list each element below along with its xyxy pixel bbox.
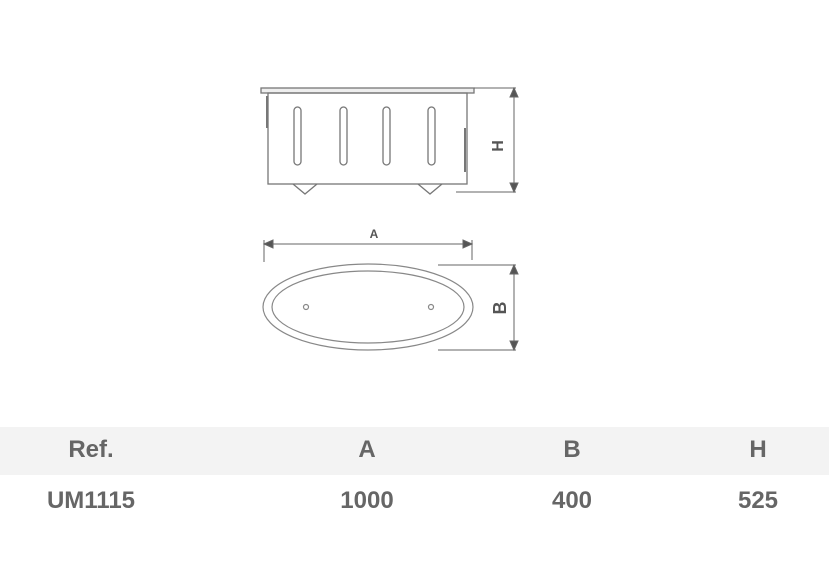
height-label: H <box>490 140 507 152</box>
width-dimension: A <box>262 227 474 262</box>
depth-label: B <box>490 302 510 315</box>
cell-ref: UM1115 <box>46 487 136 514</box>
table-header-row <box>0 427 829 475</box>
technical-drawing: H A B <box>260 86 519 352</box>
side-view <box>260 87 475 195</box>
width-label: A <box>370 227 379 241</box>
height-dimension: H <box>456 86 519 194</box>
header-a: A <box>358 436 376 463</box>
cell-a: 1000 <box>340 487 394 514</box>
header-b: B <box>563 436 581 463</box>
cell-b: 400 <box>551 487 593 514</box>
cell-h: 525 <box>737 487 779 514</box>
top-view <box>262 263 474 351</box>
depth-dimension: B <box>438 263 519 352</box>
header-ref: Ref. <box>68 436 114 463</box>
header-h: H <box>749 436 767 463</box>
